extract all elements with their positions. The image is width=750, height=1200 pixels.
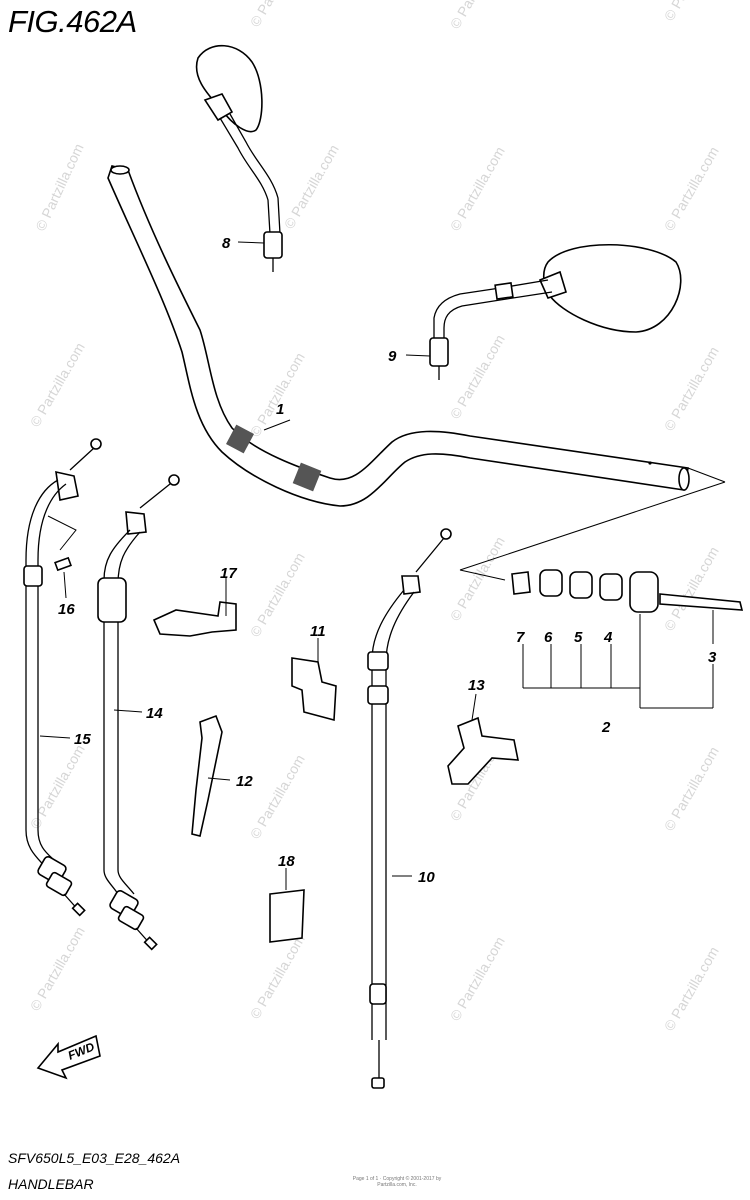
handlebar-part [107,165,690,507]
watermark: © Partzilla.com [27,742,88,832]
callout-3: 3 [708,649,717,666]
figure-code: SFV650L5_E03_E28_462A [8,1150,181,1166]
bracket-13-part [447,716,519,785]
callout-15: 15 [74,731,91,748]
watermark: © Partzilla.com [281,142,342,232]
watermark: © Partzilla.com [661,744,722,834]
callout-13: 13 [468,677,485,694]
callout-10: 10 [418,869,435,886]
watermark: © Partzilla.com [447,144,508,234]
bar-end-assembly [511,569,744,613]
callout-5: 5 [574,629,583,646]
spacer-5 [569,571,593,599]
leader [687,467,726,483]
leader [459,569,506,581]
cable-tie-12-part [191,714,223,837]
collar-7 [511,571,531,595]
handlebar-hole [648,461,652,465]
callout-17: 17 [220,565,237,582]
handlebar-end [678,467,690,491]
callouts: 1 2 3 4 5 6 7 8 9 10 11 12 13 14 15 16 1… [58,235,717,886]
watermark: © Partzilla.com [247,350,308,440]
spacer-6 [539,569,563,597]
watermark: © Partzilla.com [247,0,308,30]
watermark: © Partzilla.com [661,0,722,24]
spacer-4 [599,573,623,601]
callout-6: 6 [544,629,553,646]
fwd-arrow: FWD [36,1034,101,1080]
mirror-left-part [195,44,283,272]
watermark: © Partzilla.com [447,934,508,1024]
watermark: © Partzilla.com [661,944,722,1034]
leader [459,481,726,571]
watermark-left: © Partzilla.com [32,141,86,233]
watermark: © Partzilla.com [661,144,722,234]
bolt-3 [659,593,744,611]
callout-7: 7 [516,629,525,646]
callout-11: 11 [310,623,326,640]
knurl-left [226,424,254,454]
watermark: © Partzilla.com [247,550,308,640]
callout-8: 8 [222,235,231,252]
cable-14-part [97,474,180,951]
copyright-fineprint: Page 1 of 1 · Copyright © 2001-2017 by P… [352,1176,442,1188]
weight-2 [629,571,659,613]
handlebar-end-left [110,165,130,175]
watermark: © Partzilla.com [661,344,722,434]
watermark: © Partzilla.com [247,932,308,1022]
watermark: © Partzilla.com [447,0,508,32]
callout-1: 1 [276,401,284,418]
watermark: © Partzilla.com [447,332,508,422]
watermark: © Partzilla.com [27,924,88,1014]
callout-14: 14 [146,705,163,722]
callout-16: 16 [58,601,75,618]
callout-bracket [522,610,714,709]
figure-title: FIG.462A [8,4,137,39]
knurl-right [292,462,322,492]
callout-9: 9 [388,348,397,365]
callout-4: 4 [603,629,613,646]
callout-12: 12 [236,773,253,790]
cable-10-part [367,528,452,1089]
mirror-right-part [429,243,682,380]
clamp-17-part [152,601,237,637]
callout-2: 2 [601,719,611,736]
cable-15-part [23,438,102,917]
watermark: © Partzilla.com [27,340,88,430]
label-18-part [269,889,305,943]
leader-lines [39,241,477,890]
bracket-11-part [291,657,337,722]
watermark: © Partzilla.com [247,752,308,842]
callout-18: 18 [278,853,295,870]
figure-name: HANDLEBAR [8,1176,94,1192]
